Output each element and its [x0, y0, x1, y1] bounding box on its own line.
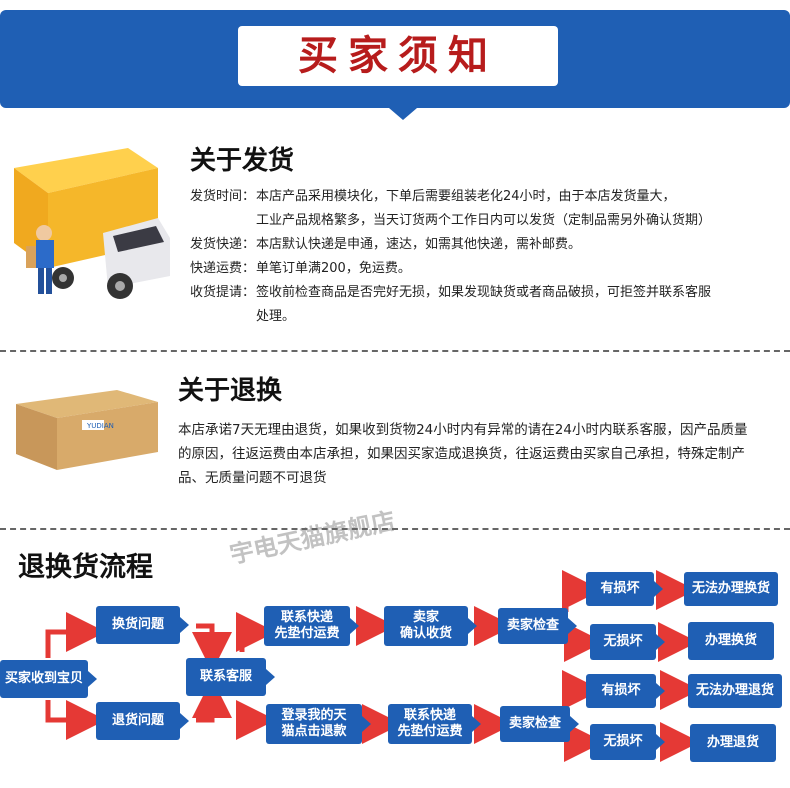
shipping-title: 关于发货: [190, 146, 295, 176]
flow-ex-fail-box: 无法办理换货: [684, 572, 778, 606]
section-divider: [0, 350, 790, 352]
flow-ex-check-box: 卖家检查: [498, 608, 568, 644]
shipping-time-key: 发货时间：: [190, 189, 256, 204]
flow-rf-nodamage-box: 无损坏: [590, 724, 656, 760]
section-divider-2: [0, 528, 790, 530]
ex-ship-line1: 联系快递: [280, 610, 333, 625]
banner-notch: [389, 108, 417, 120]
flow-rf-fail-box: 无法办理退货: [688, 674, 782, 708]
ex-ship-line2: 先垫付运费: [274, 626, 340, 641]
fee-value: 单笔订单满200，免运费。: [256, 261, 411, 276]
rf-ship-line2: 先垫付运费: [397, 724, 463, 739]
receipt-cont: 处理。: [256, 309, 296, 324]
flow-rf-check-box: 卖家检查: [500, 706, 570, 742]
flow-ex-damaged-box: 有损坏: [586, 572, 654, 606]
svg-text:YUDIAN: YUDIAN: [86, 422, 114, 430]
flow-rf-damaged-box: 有损坏: [586, 674, 656, 708]
flow-ex-confirm-box: 卖家确认收货: [384, 606, 468, 646]
shipping-info: 发货时间：本店产品采用模块化，下单后需要组装老化24小时，由于本店发货量大， 工…: [190, 185, 770, 329]
shipping-time-value: 本店产品采用模块化，下单后需要组装老化24小时，由于本店发货量大，: [256, 189, 676, 204]
receipt-key: 收货提请：: [190, 285, 256, 300]
flow-rf-login-box: 登录我的天猫点击退款: [266, 704, 362, 744]
ex-confirm-line1: 卖家: [412, 610, 439, 625]
flow-title: 退换货流程: [18, 552, 153, 583]
truck-illustration: [14, 148, 170, 299]
rf-login-line1: 登录我的天: [281, 708, 347, 723]
flow-refund-box: 退货问题: [96, 702, 180, 740]
flow-ex-ok-box: 办理换货: [688, 622, 774, 660]
box-illustration: YUDIAN: [16, 390, 158, 470]
flow-ex-ship-box: 联系快递先垫付运费: [264, 606, 350, 646]
flow-start-box: 买家收到宝贝: [0, 660, 88, 698]
rf-login-line2: 猫点击退款: [281, 724, 347, 739]
flow-contact-box: 联系客服: [186, 658, 266, 696]
ex-confirm-line2: 确认收货: [399, 626, 452, 641]
rf-ship-line1: 联系快递: [403, 708, 456, 723]
flow-rf-ok-box: 办理退货: [690, 724, 776, 762]
flow-ex-nodamage-box: 无损坏: [590, 624, 656, 660]
shipping-time-cont: 工业产品规格繁多，当天订货两个工作日内可以发货（定制品需另外确认货期）: [256, 213, 712, 228]
fee-key: 快递运费：: [190, 261, 256, 276]
courier-value: 本店默认快递是申通，速达，如需其他快递，需补邮费。: [256, 237, 582, 252]
flow-exchange-box: 换货问题: [96, 606, 180, 644]
flow-rf-ship-box: 联系快递先垫付运费: [388, 704, 472, 744]
receipt-value: 签收前检查商品是否完好无损，如果发现缺货或者商品破损，可拒签并联系客服: [256, 285, 712, 300]
returns-text: 本店承诺7天无理由退货，如果收到货物24小时内有异常的请在24小时内联系客服，因…: [178, 422, 748, 486]
returns-title: 关于退换: [178, 376, 283, 406]
courier-key: 发货快递：: [190, 237, 256, 252]
page-title: 买家须知: [238, 26, 558, 86]
